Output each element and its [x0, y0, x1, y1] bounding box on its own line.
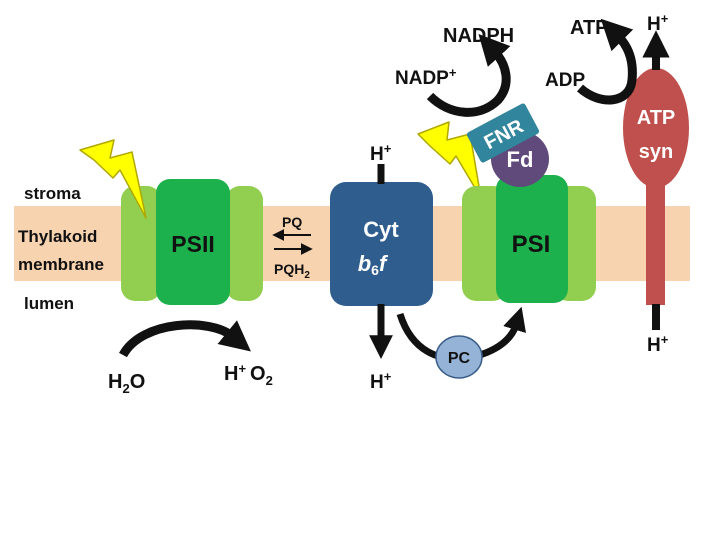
atp-syn-h-plus-top: H+ [647, 11, 669, 35]
atp-label: ATP [570, 17, 609, 39]
stroma-label: stroma [24, 184, 81, 203]
atp-synthase-head [623, 68, 689, 188]
pc-protein [435, 335, 483, 379]
cyt-h-plus-lumen: H+ [370, 369, 392, 393]
atp-synthase-stalk [646, 150, 665, 305]
psi-label: PSI [512, 231, 551, 258]
psi-core [496, 175, 568, 303]
pqh2-label: PQH2 [274, 261, 310, 281]
psii-right-subunit [226, 186, 263, 301]
psii-complex: PSII [121, 179, 263, 305]
water-splitting-arrow [119, 320, 251, 358]
cyt-b6f-body [330, 182, 433, 306]
h2o-label: H2O [108, 371, 145, 396]
pc-label: PC [448, 350, 471, 367]
membrane-label-line2: membrane [18, 255, 104, 274]
cyt-label: Cyt [363, 217, 399, 242]
lumen-label: lumen [24, 294, 74, 313]
b6f-label: b6f [358, 251, 389, 278]
atp-synthase: ATP syn [623, 68, 689, 305]
psii-core [156, 179, 230, 305]
h-plus-o2-label: H+O2 [224, 361, 273, 388]
atp-syn-label-line1: ATP [637, 107, 676, 129]
nadp-label: NADP+ [395, 65, 457, 89]
pq-label: PQ [282, 214, 302, 230]
atp-syn-label-line2: syn [639, 141, 673, 163]
fd-label: Fd [507, 147, 534, 172]
membrane-label-line1: Thylakoid [18, 227, 97, 246]
atp-syn-h-plus-bottom: H+ [647, 332, 669, 356]
nadph-label: NADPH [443, 25, 514, 47]
lightning-bolt-icon [79, 139, 147, 219]
psi-complex: PSI [462, 175, 596, 303]
nadph-curved-arrow [426, 33, 511, 117]
cyt-b6f-complex: Cyt b6f [330, 182, 433, 306]
adp-label: ADP [545, 70, 585, 91]
psii-left-subunit [121, 186, 161, 301]
cyt-h-plus-stroma: H+ [370, 141, 392, 165]
psii-label: PSII [171, 231, 214, 257]
psi-left-subunit [462, 186, 507, 301]
atp-formation-arrow [576, 18, 637, 105]
